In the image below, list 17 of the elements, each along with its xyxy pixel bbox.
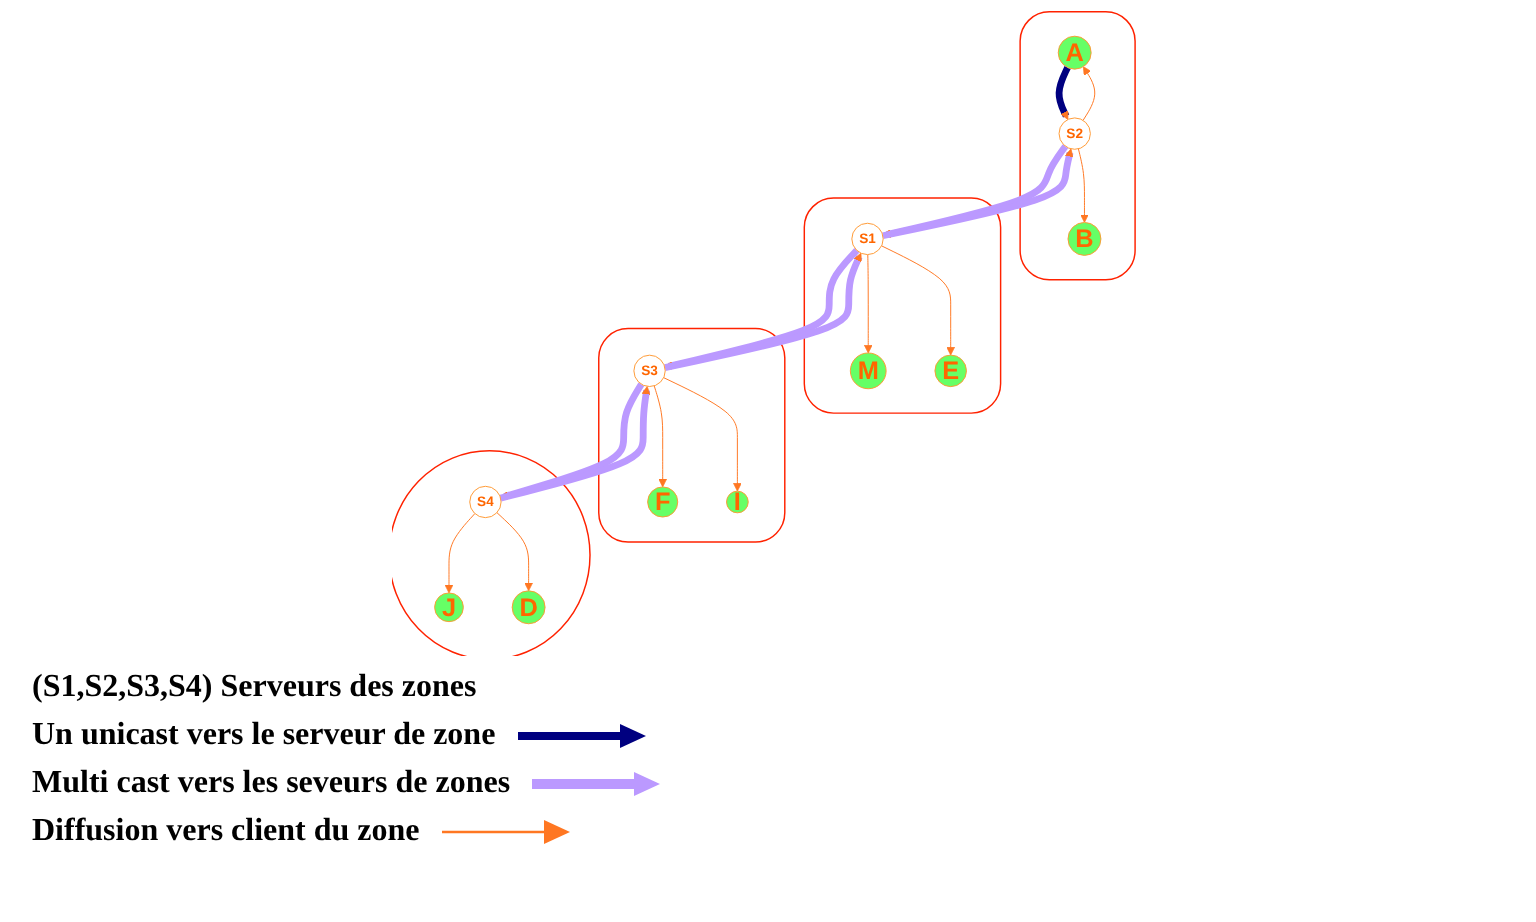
node-circle: E [934,354,968,388]
node-circle: M [850,352,888,390]
node-circle: I [726,490,750,514]
arrow [1056,66,1072,120]
node-circle: D [512,590,547,625]
cluster [392,450,592,656]
cluster [1019,11,1137,281]
node-circle: J [434,592,465,623]
legend-note: (S1,S2,S3,S4) Serveurs des zones [32,668,477,708]
node-circle: F [647,486,679,518]
node-circle: A [1058,35,1093,70]
cluster [598,327,787,543]
legend-text: Multi cast vers les seveurs de zones [32,764,511,804]
legend-text: Diffusion vers client du zone [32,812,420,852]
node-circle: B [1068,221,1102,256]
legend-text: Un unicast vers le serveur de zone [32,716,496,756]
cluster [804,197,1002,414]
